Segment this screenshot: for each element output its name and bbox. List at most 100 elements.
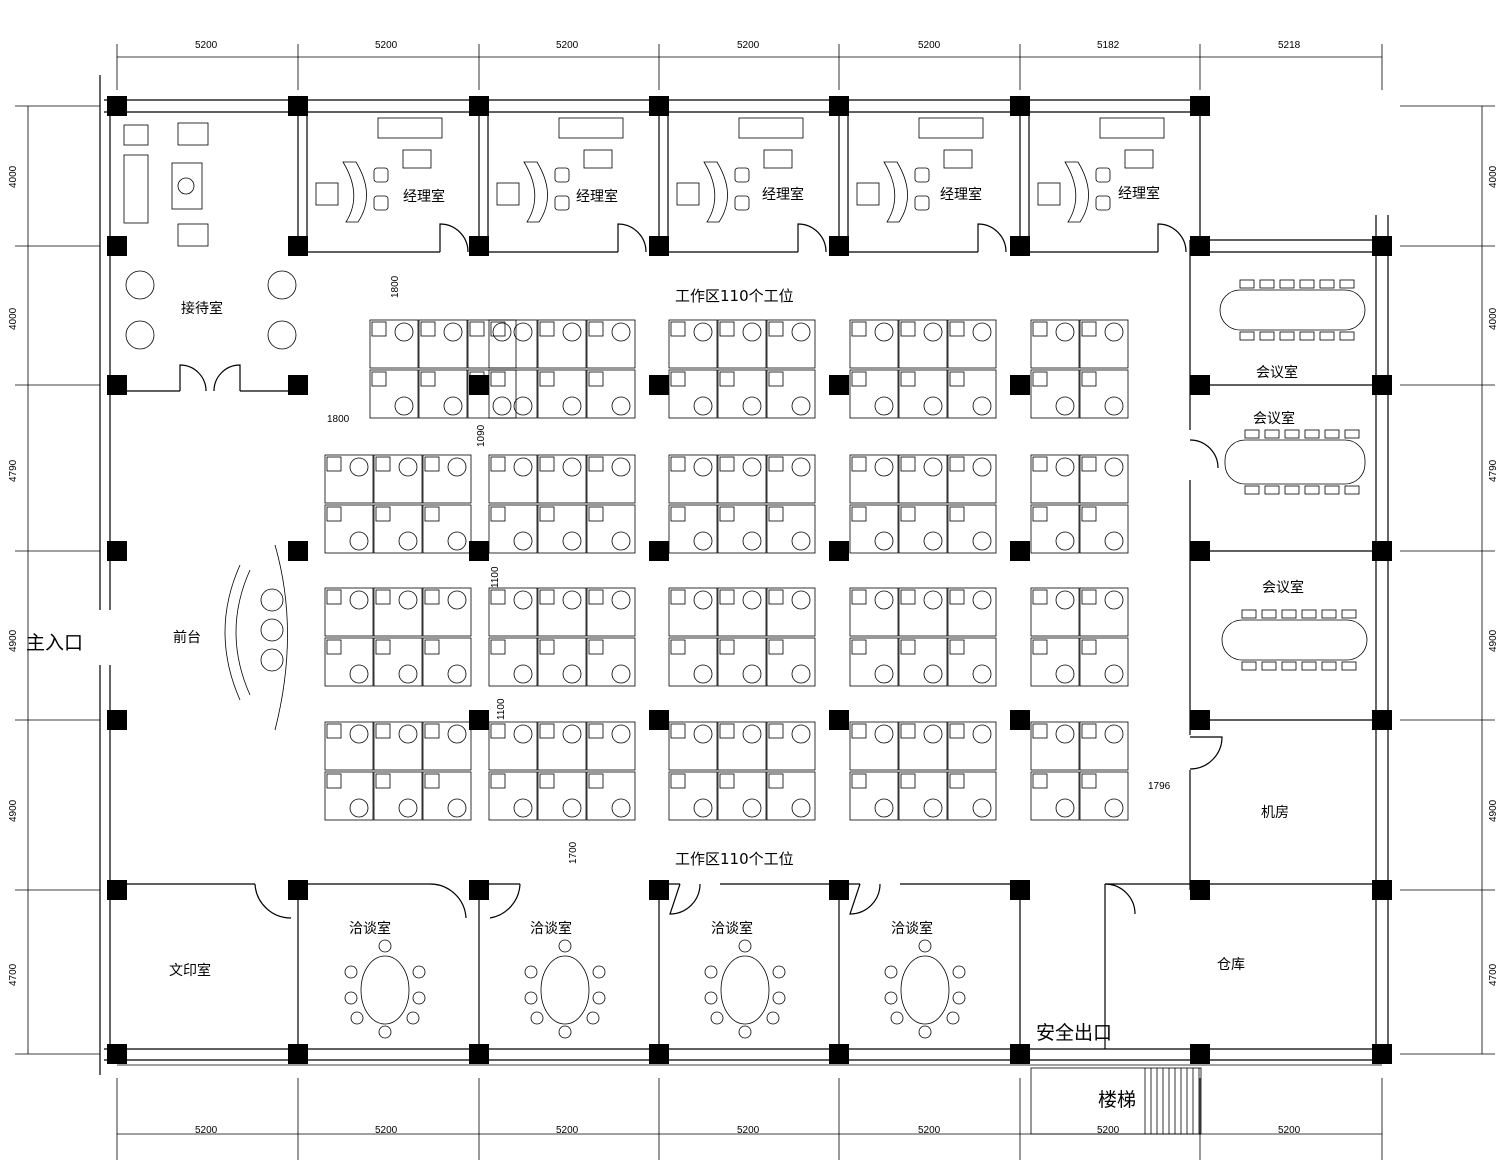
desk-chair-1-2-2-1 (791, 531, 811, 551)
office-guest-chair-a-1 (554, 167, 570, 183)
reception-plant (177, 177, 195, 195)
desk-1-4-0-0 (1030, 454, 1080, 504)
reception-armchair-1 (125, 320, 155, 350)
meeting-chair-bottom-2-4 (1321, 661, 1337, 671)
desk-chair-0-3-2-0 (972, 322, 992, 342)
desk-chair-1-4-1-1 (1104, 531, 1124, 551)
desk-2-1-1-1 (537, 637, 587, 687)
column-0 (107, 96, 127, 116)
column-28 (1010, 375, 1030, 395)
nego-chair-1-7 (558, 1025, 572, 1039)
meeting-chair-top-1-1 (1264, 429, 1280, 439)
desk-2-2-2-0 (766, 587, 816, 637)
desk-chair-3-0-2-0 (447, 724, 467, 744)
desk-monitor-3-3-0-1 (851, 773, 867, 789)
meeting-chair-bottom-2-2 (1281, 661, 1297, 671)
meeting-chair-bottom-1-0 (1244, 485, 1260, 495)
negotiation-room-label-4: 洽谈室 (891, 920, 933, 937)
office-plant-box-2 (763, 149, 793, 169)
desk-3-2-0-0 (668, 721, 718, 771)
desk-chair-2-2-2-0 (791, 590, 811, 610)
desk-chair-3-2-2-0 (791, 724, 811, 744)
desk-monitor-0-2-2-1 (768, 371, 784, 387)
desk-0-3-2-0 (947, 319, 997, 369)
desk-0-0-0-0 (369, 319, 419, 369)
desk-monitor-3-2-1-0 (719, 723, 735, 739)
dim-bottom-4: 5200 (737, 1125, 760, 1136)
emergency-exit-label: 安全出口 (1036, 1022, 1112, 1044)
desk-chair-2-2-2-1 (791, 664, 811, 684)
desk-monitor-0-0-0-1 (371, 371, 387, 387)
desk-3-4-0-1 (1030, 771, 1080, 821)
desk-chair-0-0-1-0 (443, 322, 463, 342)
nego-chair-1-0 (524, 965, 538, 979)
front-desk-back (274, 544, 288, 731)
desk-chair-0-1-1-1 (562, 396, 582, 416)
desk-chair-2-2-0-1 (693, 664, 713, 684)
office-chair-2 (676, 182, 700, 206)
meeting-chair-top-2-1 (1261, 609, 1277, 619)
nego-chair-3-6 (918, 939, 932, 953)
desk-monitor-0-1-0-0 (490, 321, 506, 337)
desk-chair-3-1-2-1 (611, 798, 631, 818)
desk-2-1-0-0 (488, 587, 538, 637)
desk-monitor-2-3-2-1 (949, 639, 965, 655)
desk-chair-0-2-0-1 (693, 396, 713, 416)
column-47 (469, 880, 489, 900)
desk-1-0-1-1 (373, 504, 423, 554)
desk-3-1-2-0 (586, 721, 636, 771)
nego-chair-2-4 (710, 1011, 724, 1025)
meeting-chair-bottom-1-2 (1284, 485, 1300, 495)
dim-1800-vertical: 1800 (390, 275, 401, 298)
office-guest-chair-a-0 (373, 167, 389, 183)
meeting-chair-bottom-0-0 (1239, 331, 1255, 341)
desk-monitor-0-1-1-0 (539, 321, 555, 337)
desk-chair-2-3-0-0 (874, 590, 894, 610)
negotiation-room-label-2: 洽谈室 (530, 920, 572, 937)
desk-3-3-0-1 (849, 771, 899, 821)
office-guest-chair-a-3 (914, 167, 930, 183)
desk-chair-2-1-2-1 (611, 664, 631, 684)
desk-chair-3-2-0-1 (693, 798, 713, 818)
desk-monitor-0-0-1-0 (420, 321, 436, 337)
office-guest-chair-a-4 (1095, 167, 1111, 183)
desk-chair-2-1-0-0 (513, 590, 533, 610)
meeting-chair-bottom-0-5 (1339, 331, 1355, 341)
desk-chair-3-1-0-1 (513, 798, 533, 818)
column-43 (1190, 710, 1210, 730)
dim-top-6: 5182 (1097, 40, 1120, 51)
meeting-door (1189, 439, 1219, 469)
desk-monitor-2-4-1-0 (1081, 589, 1097, 605)
dim-1796: 1796 (1148, 781, 1171, 792)
office-desk-3 (883, 161, 908, 223)
desk-0-4-1-0 (1079, 319, 1129, 369)
column-13 (1190, 1044, 1210, 1064)
desk-3-3-1-0 (898, 721, 948, 771)
desk-1-4-1-1 (1079, 504, 1129, 554)
column-16 (288, 236, 308, 256)
column-53 (288, 541, 308, 561)
desk-chair-2-1-1-0 (562, 590, 582, 610)
column-9 (469, 1044, 489, 1064)
desk-0-1-0-1 (488, 369, 538, 419)
desk-monitor-3-1-0-0 (490, 723, 506, 739)
front-desk-inner (235, 569, 251, 696)
meeting-room-label-2: 会议室 (1253, 410, 1295, 427)
desk-chair-2-1-1-1 (562, 664, 582, 684)
office-desk-1 (523, 161, 548, 223)
desk-monitor-0-3-0-1 (851, 371, 867, 387)
desk-2-3-2-0 (947, 587, 997, 637)
meeting-chair-top-1-3 (1304, 429, 1320, 439)
desk-monitor-2-1-1-0 (539, 589, 555, 605)
desk-chair-3-0-0-1 (349, 798, 369, 818)
nego-chair-1-4 (530, 1011, 544, 1025)
desk-2-4-1-0 (1079, 587, 1129, 637)
negotiation-room-label-3: 洽谈室 (711, 920, 753, 937)
desk-chair-2-2-1-0 (742, 590, 762, 610)
desk-chair-0-1-2-0 (611, 322, 631, 342)
nego-chair-3-1 (952, 965, 966, 979)
desk-chair-2-0-0-0 (349, 590, 369, 610)
desk-monitor-0-3-1-1 (900, 371, 916, 387)
nego-chair-2-1 (772, 965, 786, 979)
office-plant-box-0 (402, 149, 432, 169)
